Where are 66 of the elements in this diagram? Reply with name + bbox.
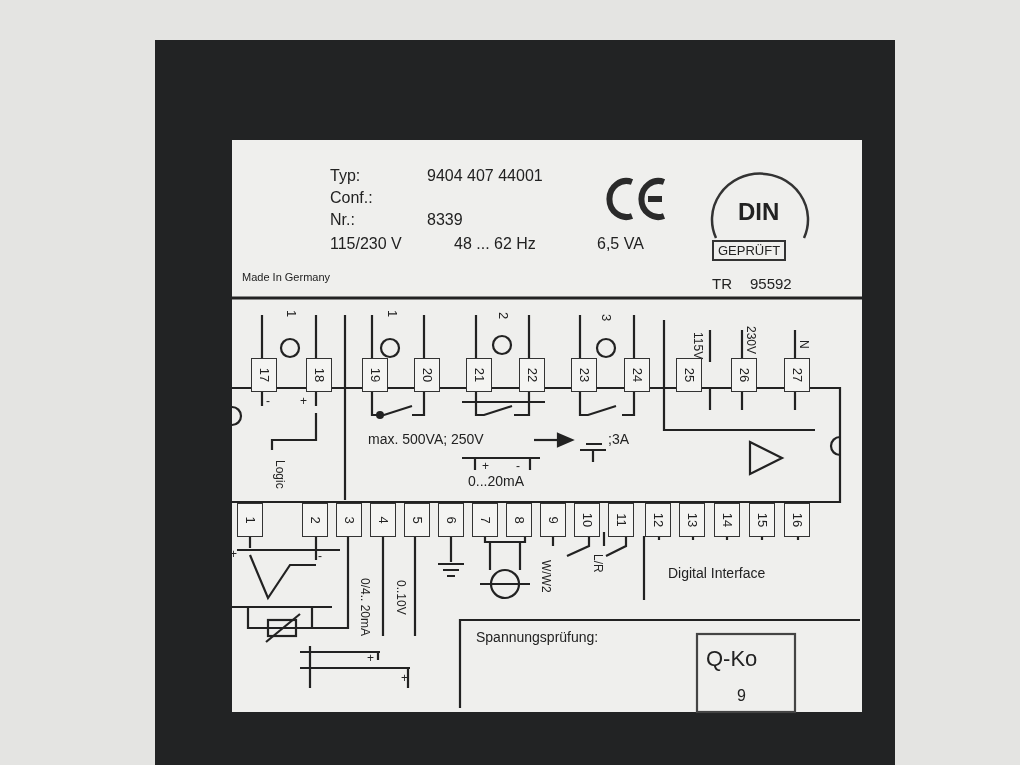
logic-output-label: Logic bbox=[274, 460, 286, 489]
terminal-number: 3 bbox=[336, 503, 362, 537]
terminal-number: 27 bbox=[784, 358, 810, 392]
frequency-rating: 48 ... 62 Hz bbox=[454, 236, 536, 252]
terminal-number: 1 bbox=[237, 503, 263, 537]
inspection-stamp-text: Q-Ko bbox=[706, 648, 758, 670]
terminal-number: 16 bbox=[784, 503, 810, 537]
function-label: L/R bbox=[592, 554, 604, 573]
voltage-rating: 115/230 V bbox=[330, 236, 402, 252]
terminal-number: 12 bbox=[645, 503, 671, 537]
input-range-label: 0..10V bbox=[395, 580, 407, 615]
terminal-number: 5 bbox=[404, 503, 430, 537]
terminal-number: 26 bbox=[731, 358, 757, 392]
terminal-number: 11 bbox=[608, 503, 634, 537]
terminal-number: 24 bbox=[624, 358, 650, 392]
approval-number: 95592 bbox=[750, 276, 792, 291]
type-number: 9404 407 44001 bbox=[427, 168, 543, 184]
certification-mark-text: GEPRÜFT bbox=[712, 240, 787, 261]
terminal-number: 6 bbox=[438, 503, 464, 537]
polarity-sign: - bbox=[318, 550, 322, 562]
terminal-number: 14 bbox=[714, 503, 740, 537]
function-label: W/W2 bbox=[540, 560, 552, 593]
polarity-sign: - bbox=[266, 395, 270, 407]
terminal-number: 7 bbox=[472, 503, 498, 537]
terminal-number: 8 bbox=[506, 503, 532, 537]
polarity-sign: + bbox=[367, 652, 374, 664]
contact-rating: max. 500VA; 250V bbox=[368, 432, 484, 446]
field-label: Typ: bbox=[330, 168, 361, 184]
power-rating: 6,5 VA bbox=[597, 236, 644, 252]
input-range-label: 0/4.. 20mA bbox=[359, 578, 371, 637]
channel-number: 2 bbox=[497, 312, 510, 320]
field-label: Nr.: bbox=[330, 212, 355, 228]
terminal-number: 23 bbox=[571, 358, 597, 392]
current-range: 0...20mA bbox=[468, 474, 525, 488]
polarity-sign: + bbox=[401, 672, 408, 684]
serial-number: 8339 bbox=[427, 212, 463, 228]
channel-number: 1 bbox=[386, 310, 399, 318]
terminal-number: 22 bbox=[519, 358, 545, 392]
terminal-number: 21 bbox=[466, 358, 492, 392]
neutral-label: N bbox=[798, 340, 810, 349]
channel-number: 1 bbox=[285, 310, 298, 318]
polarity-sign: - bbox=[516, 460, 520, 472]
supply-voltage-label: 230V bbox=[745, 326, 757, 355]
terminal-number: 19 bbox=[362, 358, 388, 392]
channel-number: 3 bbox=[600, 314, 613, 322]
terminal-number: 20 bbox=[414, 358, 440, 392]
terminal-number: 15 bbox=[749, 503, 775, 537]
supply-voltage-label: 115V bbox=[692, 332, 704, 360]
interface-label: Digital Interface bbox=[668, 566, 766, 580]
certification-mark-text: DIN bbox=[738, 200, 780, 224]
polarity-sign: + bbox=[300, 395, 307, 407]
terminal-number: 18 bbox=[306, 358, 332, 392]
approval-prefix: TR bbox=[712, 276, 732, 291]
current-rating: ;3A bbox=[608, 432, 629, 446]
terminal-number: 25 bbox=[676, 358, 702, 392]
test-field-label: Spannungsprüfung: bbox=[476, 630, 599, 644]
terminal-number: 4 bbox=[370, 503, 396, 537]
terminal-number: 9 bbox=[540, 503, 566, 537]
polarity-sign: + bbox=[482, 460, 489, 472]
inspection-stamp-text: 9 bbox=[737, 688, 746, 704]
terminal-number: 10 bbox=[574, 503, 600, 537]
origin-note: Made In Germany bbox=[242, 272, 331, 283]
terminal-number: 13 bbox=[679, 503, 705, 537]
field-label: Conf.: bbox=[330, 190, 373, 206]
terminal-number: 2 bbox=[302, 503, 328, 537]
terminal-number: 17 bbox=[251, 358, 277, 392]
